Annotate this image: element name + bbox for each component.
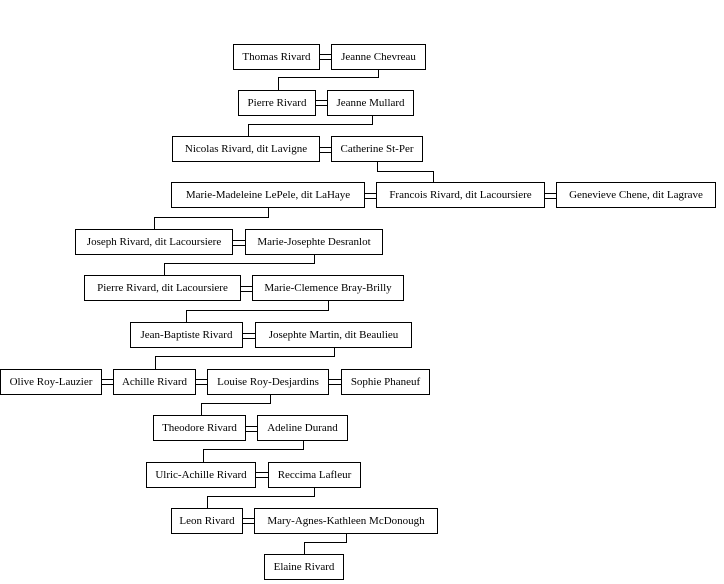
person-box-elaine-rivard: Elaine Rivard bbox=[264, 554, 344, 580]
person-box-jeanne-chevreau: Jeanne Chevreau bbox=[331, 44, 426, 70]
person-box-catherine-st-per: Catherine St-Per bbox=[331, 136, 423, 162]
person-box-josephte-martin: Josephte Martin, dit Beaulieu bbox=[255, 322, 412, 348]
person-box-thomas-rivard: Thomas Rivard bbox=[233, 44, 320, 70]
person-box-pierre-rivard: Pierre Rivard bbox=[238, 90, 316, 116]
person-box-genevieve-chene: Genevieve Chene, dit Lagrave bbox=[556, 182, 716, 208]
person-box-pierre-rivard-lacoursiere: Pierre Rivard, dit Lacoursiere bbox=[84, 275, 241, 301]
person-box-jean-baptiste-rivard: Jean-Baptiste Rivard bbox=[130, 322, 243, 348]
person-box-achille-rivard: Achille Rivard bbox=[113, 369, 196, 395]
person-box-francois-rivard: Francois Rivard, dit Lacoursiere bbox=[376, 182, 545, 208]
marriage-connectors bbox=[102, 54, 556, 524]
person-box-marie-madeleine-lepele: Marie-Madeleine LePele, dit LaHaye bbox=[171, 182, 365, 208]
person-box-olive-roy-lauzier: Olive Roy-Lauzier bbox=[0, 369, 102, 395]
person-box-marie-clemence-bray-brilly: Marie-Clemence Bray-Brilly bbox=[252, 275, 404, 301]
person-box-jeanne-mullard: Jeanne Mullard bbox=[327, 90, 414, 116]
person-box-ulric-achille-rivard: Ulric-Achille Rivard bbox=[146, 462, 256, 488]
person-box-adeline-durand: Adeline Durand bbox=[257, 415, 348, 441]
person-box-sophie-phaneuf: Sophie Phaneuf bbox=[341, 369, 430, 395]
person-box-joseph-rivard: Joseph Rivard, dit Lacoursiere bbox=[75, 229, 233, 255]
person-box-louise-roy-desjardins: Louise Roy-Desjardins bbox=[207, 369, 329, 395]
descent-connectors bbox=[154, 69, 434, 554]
person-box-leon-rivard: Leon Rivard bbox=[171, 508, 243, 534]
person-box-mary-agnes-kathleen-mcdonough: Mary-Agnes-Kathleen McDonough bbox=[254, 508, 438, 534]
person-box-theodore-rivard: Theodore Rivard bbox=[153, 415, 246, 441]
person-box-nicolas-rivard: Nicolas Rivard, dit Lavigne bbox=[172, 136, 320, 162]
person-box-reccima-lafleur: Reccima Lafleur bbox=[268, 462, 361, 488]
person-box-marie-josephte-desranlot: Marie-Josephte Desranlot bbox=[245, 229, 383, 255]
